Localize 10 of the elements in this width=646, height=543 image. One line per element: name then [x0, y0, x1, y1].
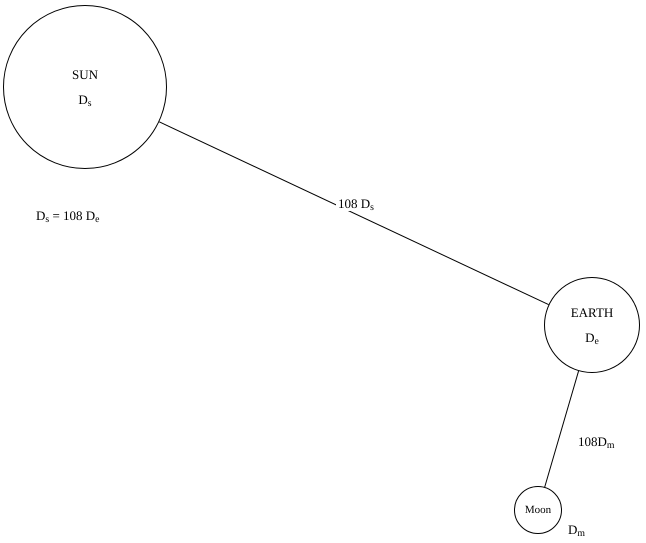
node-title: SUN	[72, 68, 98, 81]
edge-label: 108 D$_{s}$	[336, 196, 376, 211]
diameter-label: D$_{s}$	[78, 93, 92, 106]
connector-line	[544, 370, 580, 488]
edge-label: 108D$_{m}$	[576, 434, 616, 449]
connector-line	[158, 121, 550, 306]
node-title: EARTH	[570, 306, 614, 319]
equation-label: D$_{s}$ = 108 D$_{e}$	[36, 207, 100, 226]
node-title: Moon	[524, 504, 552, 516]
diameter-label: D$_{e}$	[585, 331, 599, 344]
